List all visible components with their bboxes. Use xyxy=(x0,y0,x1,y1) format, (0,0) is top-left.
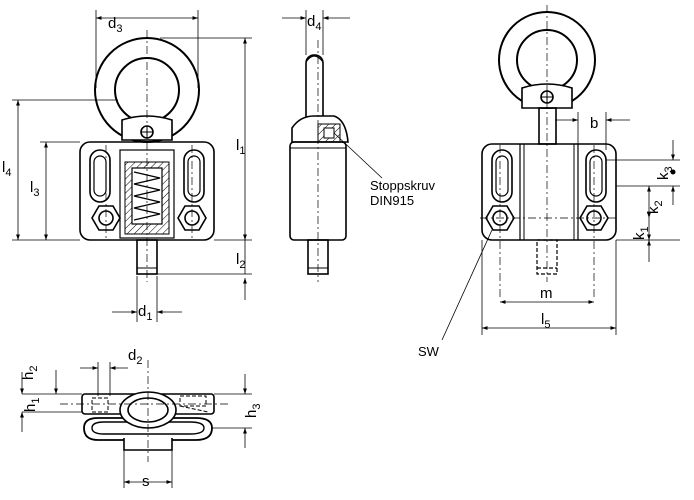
right-dimensions xyxy=(441,112,680,341)
h1-sub: 1 xyxy=(30,398,42,404)
d4-label: d xyxy=(307,13,315,30)
h1-label: h xyxy=(22,404,39,412)
svg-text:d3: d3 xyxy=(108,15,122,35)
svg-text:h3: h3 xyxy=(243,404,263,418)
d1-sub: 1 xyxy=(146,311,152,323)
l3-sub: 3 xyxy=(33,187,39,199)
din915-note: DIN915 xyxy=(370,193,414,208)
svg-text:l2: l2 xyxy=(236,251,245,271)
h3-sub: 3 xyxy=(251,404,263,410)
k1-sub: 1 xyxy=(639,226,651,232)
svg-text:k1: k1 xyxy=(631,226,651,240)
svg-text:l4: l4 xyxy=(2,159,11,179)
k2-label: k xyxy=(645,206,662,214)
d2-label: d xyxy=(128,347,136,364)
s-label: s xyxy=(142,473,150,490)
h2-label: h xyxy=(20,372,37,380)
h2-sub: 2 xyxy=(28,366,40,372)
svg-text:l1: l1 xyxy=(236,137,245,157)
d3-sub: 3 xyxy=(116,23,122,35)
stoppskruv-note: Stoppskruv xyxy=(370,178,436,193)
b-label: b xyxy=(590,115,598,132)
svg-text:d2: d2 xyxy=(128,347,142,367)
l3-label: l xyxy=(30,179,33,196)
d1-label: d xyxy=(138,303,146,320)
l1-label: l xyxy=(236,137,239,154)
d3-label: d xyxy=(108,15,116,32)
l2-sub: 2 xyxy=(239,259,245,271)
side-dimensions xyxy=(282,10,383,179)
k1-label: k xyxy=(631,232,648,240)
m-label: m xyxy=(540,285,553,302)
l4-label: l xyxy=(2,159,5,176)
svg-text:h1: h1 xyxy=(22,398,42,412)
svg-text:h2: h2 xyxy=(20,366,40,380)
svg-text:l3: l3 xyxy=(30,179,39,199)
l4-sub: 4 xyxy=(5,167,11,179)
sw-label: SW xyxy=(418,344,440,359)
front-dimensions xyxy=(12,10,252,322)
l2-label: l xyxy=(236,251,239,268)
h3-label: h xyxy=(243,410,260,418)
d2-sub: 2 xyxy=(136,355,142,367)
k3-dot xyxy=(670,169,676,175)
svg-text:k2: k2 xyxy=(645,200,665,214)
svg-text:l5: l5 xyxy=(541,311,550,331)
k2-sub: 2 xyxy=(653,200,665,206)
l1-sub: 1 xyxy=(239,145,245,157)
k3-label: k xyxy=(655,172,672,180)
l5-sub: 5 xyxy=(544,319,550,331)
l5-label: l xyxy=(541,311,544,328)
side-view xyxy=(289,54,349,275)
svg-text:k3: k3 xyxy=(655,166,675,180)
svg-text:d4: d4 xyxy=(307,13,321,33)
d4-sub: 4 xyxy=(315,21,321,33)
k3-sub: 3 xyxy=(663,166,675,172)
bottom-dimensions xyxy=(20,362,252,488)
svg-text:d1: d1 xyxy=(138,303,152,323)
